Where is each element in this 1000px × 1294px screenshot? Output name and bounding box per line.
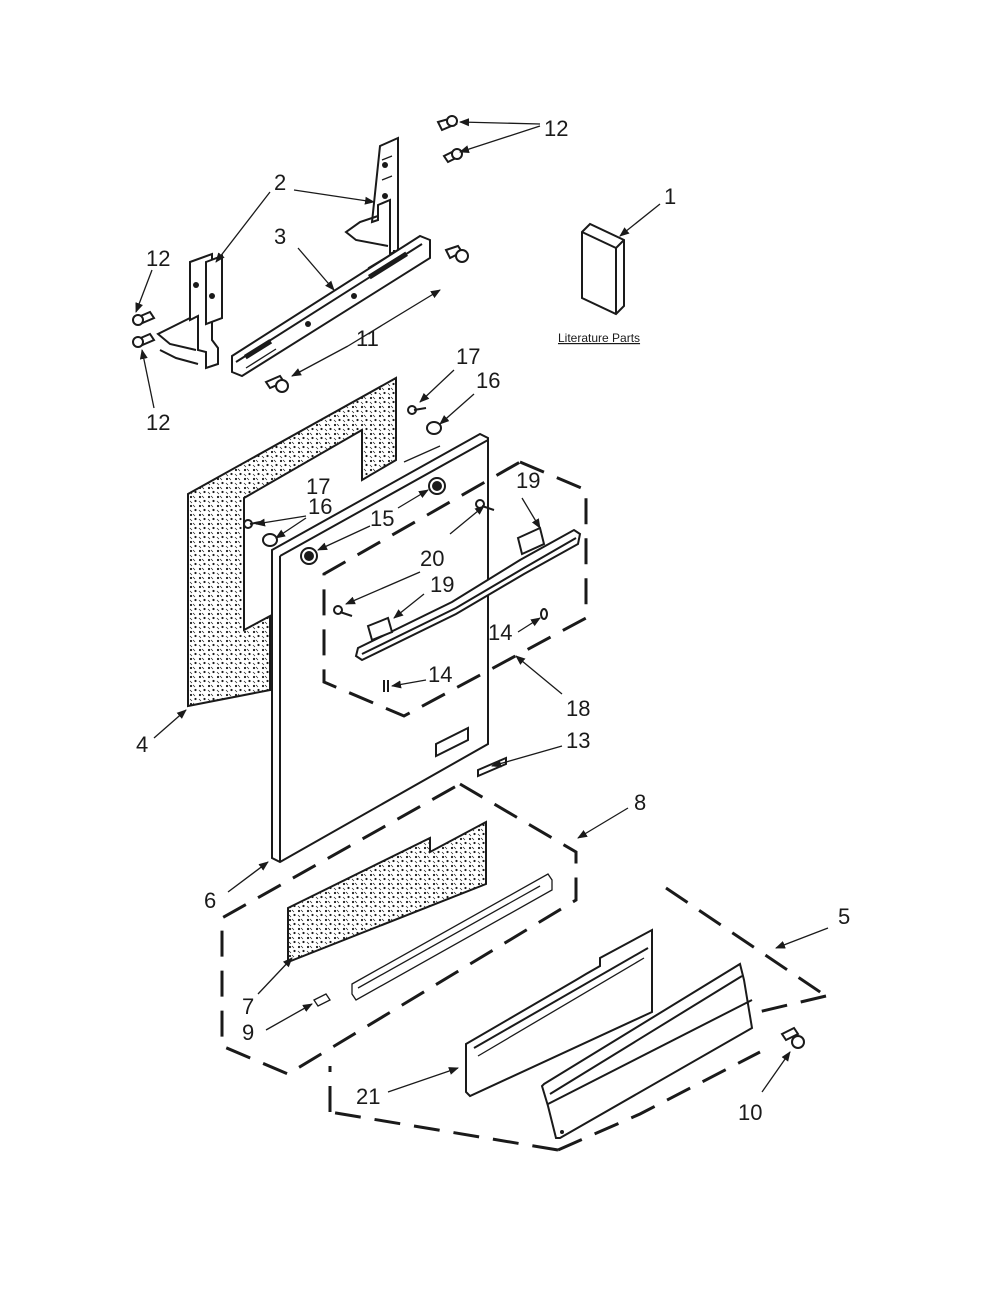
bumper-15-left	[300, 547, 318, 565]
callout-4: 4	[136, 732, 148, 757]
callout-10: 10	[738, 1100, 762, 1125]
end-cap-19-right	[516, 526, 546, 556]
callout-7: 7	[242, 994, 254, 1019]
leader-lines	[135, 118, 829, 1093]
screw-11-left	[264, 374, 289, 393]
callout-13: 13	[566, 728, 590, 753]
screw-12-left-b	[132, 332, 156, 348]
clip-14-right	[540, 608, 548, 620]
literature-booklet	[581, 222, 625, 316]
spacer-9	[313, 993, 331, 1007]
callout-17-left: 17	[306, 474, 330, 499]
callout-8: 8	[634, 790, 646, 815]
screw-17-left	[243, 519, 261, 529]
right-mounting-bracket	[344, 136, 399, 267]
callout-12-left-top: 12	[146, 246, 170, 271]
toe-panel-group-outline	[220, 782, 578, 1076]
door-handle	[354, 528, 582, 662]
inner-access-panel	[465, 928, 653, 1098]
callout-2: 2	[274, 170, 286, 195]
callout-17-top: 17	[456, 344, 480, 369]
access-panel-group-outline-2	[557, 1050, 761, 1152]
screw-20-left	[333, 605, 353, 617]
literature-parts-label: Literature Parts	[558, 331, 640, 345]
access-panel-group-outline	[328, 886, 827, 1152]
left-mounting-bracket	[156, 252, 223, 370]
callout-16-top: 16	[476, 368, 500, 393]
callout-3: 3	[274, 224, 286, 249]
screw-12-left-a	[132, 310, 156, 326]
screw-12-top-b	[442, 148, 463, 164]
callout-11: 11	[356, 326, 379, 351]
end-cap-19-left	[366, 616, 394, 642]
callout-9: 9	[242, 1020, 254, 1045]
callout-18: 18	[566, 696, 590, 721]
mounting-rail	[231, 234, 431, 378]
callout-21: 21	[356, 1084, 380, 1109]
callout-14-right: 14	[488, 620, 512, 645]
handle-group-outline	[322, 460, 588, 718]
screw-11-right	[444, 244, 469, 263]
callout-20: 20	[420, 546, 444, 571]
callout-6: 6	[204, 888, 216, 913]
callout-1: 1	[664, 184, 676, 209]
washer-16-left	[262, 533, 278, 547]
callout-14-left: 14	[428, 662, 452, 687]
badge-13	[477, 756, 507, 778]
callout-5: 5	[838, 904, 850, 929]
outer-access-panel	[540, 962, 754, 1139]
screw-10	[780, 1026, 805, 1049]
callout-12-top: 12	[544, 116, 568, 141]
washer-16-top	[426, 421, 442, 435]
callout-19-top: 19	[516, 468, 540, 493]
screw-17-top	[407, 405, 427, 415]
callout-19-bottom: 19	[430, 572, 454, 597]
bumper-15-right	[428, 477, 446, 495]
callout-15: 15	[370, 506, 394, 531]
screw-12-top-a	[436, 115, 458, 132]
callout-16-left: 16	[308, 494, 332, 519]
insulation-panel	[187, 376, 397, 708]
clip-14-left	[383, 680, 389, 692]
toe-insulation	[287, 820, 487, 964]
callout-12-left-bottom: 12	[146, 410, 170, 435]
toe-panel-strip	[351, 873, 553, 1001]
